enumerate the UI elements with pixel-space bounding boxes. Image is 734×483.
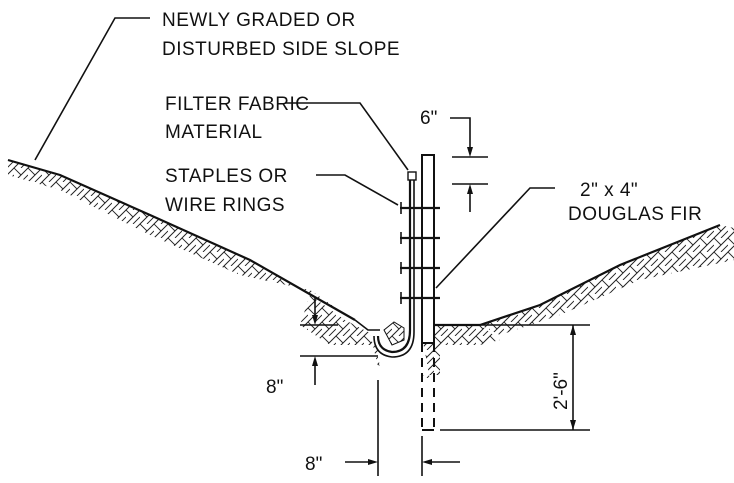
dim-label-6in: 6" bbox=[420, 108, 437, 129]
label-slope-line2: DISTURBED SIDE SLOPE bbox=[162, 39, 400, 60]
leader-slope bbox=[34, 17, 150, 161]
filter-fabric-inner bbox=[373, 178, 415, 358]
ground-surface-trench bbox=[354, 319, 380, 331]
dim-label-8in-depth: 8" bbox=[266, 377, 283, 398]
label-post-line2: DOUGLAS FIR bbox=[568, 204, 702, 225]
label-staples-line2: WIRE RINGS bbox=[165, 195, 285, 216]
wood-post bbox=[421, 154, 435, 431]
staples bbox=[400, 202, 440, 304]
trench-backfill-hatch bbox=[383, 321, 405, 346]
leader-staples bbox=[316, 174, 399, 206]
label-staples-line1: STAPLES OR bbox=[165, 166, 288, 187]
soil-hatch-right bbox=[479, 223, 734, 335]
filter-fabric bbox=[376, 178, 412, 354]
label-fabric-line2: MATERIAL bbox=[165, 122, 263, 143]
soil-hatch-left bbox=[7, 158, 368, 330]
trench-soil-hatch bbox=[300, 295, 500, 380]
label-fabric-line1: FILTER FABRIC bbox=[165, 94, 309, 115]
fabric-top bbox=[407, 171, 417, 181]
dimension-8in-depth bbox=[300, 298, 378, 385]
dimension-2ft6in bbox=[440, 324, 590, 431]
dim-label-8in-width: 8" bbox=[305, 454, 322, 475]
dimension-6in bbox=[450, 117, 488, 212]
dim-label-2ft6in: 2'-6" bbox=[551, 372, 572, 410]
label-slope-line1: NEWLY GRADED OR bbox=[162, 10, 356, 31]
dimension-8in-width bbox=[345, 380, 460, 476]
label-post-line1: 2" x 4" bbox=[580, 180, 638, 201]
leader-post bbox=[435, 187, 555, 289]
leader-fabric bbox=[285, 102, 409, 171]
